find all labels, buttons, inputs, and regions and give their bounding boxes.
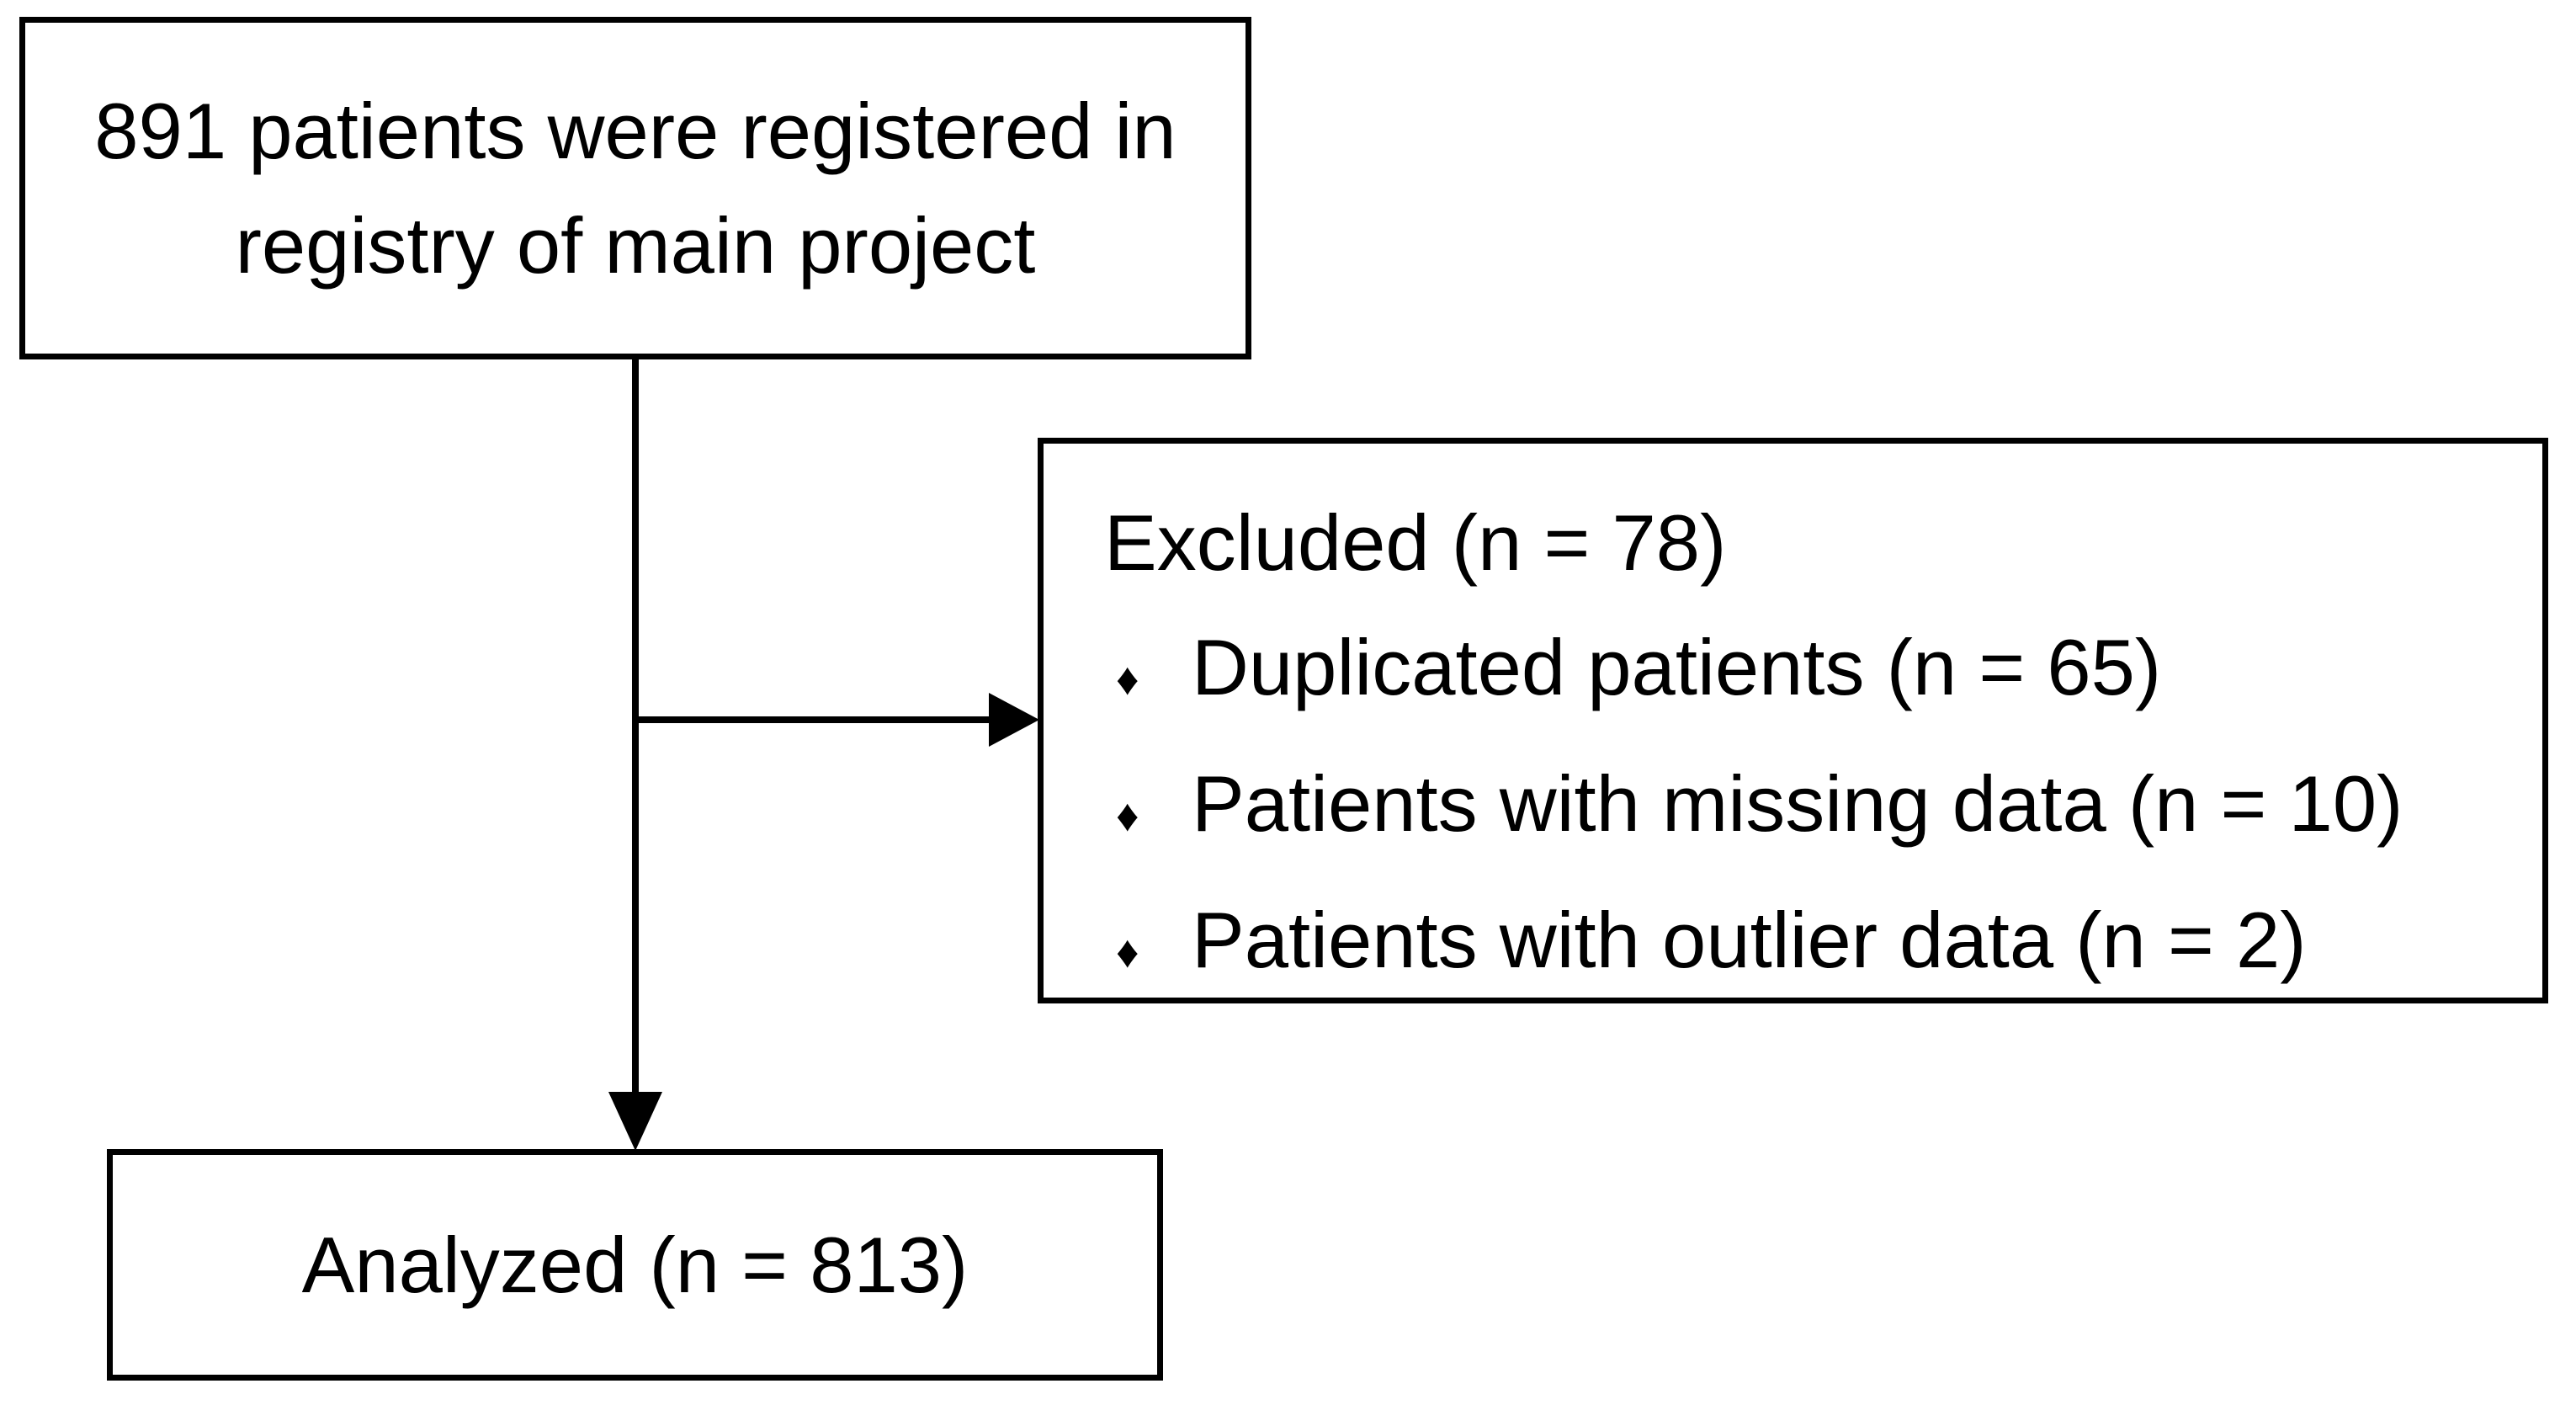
diamond-bullet-icon: ♦ xyxy=(1116,790,1139,841)
diamond-bullet-icon: ♦ xyxy=(1116,927,1139,977)
excluded-item-label: Patients with outlier data (n = 2) xyxy=(1192,896,2307,984)
analyzed-text: Analyzed (n = 813) xyxy=(301,1220,969,1309)
excluded-box: Excluded (n = 78) ♦ Duplicated patients … xyxy=(1038,438,2548,1003)
diamond-bullet-icon: ♦ xyxy=(1116,654,1139,705)
vertical-connector-line xyxy=(632,359,639,1094)
excluded-item-label: Patients with missing data (n = 10) xyxy=(1192,759,2403,848)
horizontal-connector-line xyxy=(635,716,991,723)
excluded-title: Excluded (n = 78) xyxy=(1104,498,1727,587)
excluded-content: Excluded (n = 78) ♦ Duplicated patients … xyxy=(1044,444,2542,1014)
excluded-item: ♦ Duplicated patients (n = 65) xyxy=(1104,605,2519,742)
excluded-item-label: Duplicated patients (n = 65) xyxy=(1192,623,2162,711)
right-arrowhead-icon xyxy=(989,693,1039,747)
excluded-item: ♦ Patients with outlier data (n = 2) xyxy=(1104,878,2519,1014)
registered-text-line1: 891 patients were registered in xyxy=(94,86,1176,175)
down-arrowhead-icon xyxy=(608,1092,662,1151)
analyzed-box: Analyzed (n = 813) xyxy=(107,1149,1163,1381)
registered-text-line2: registry of main project xyxy=(235,200,1036,290)
registered-box: 891 patients were registered in registry… xyxy=(19,17,1251,359)
excluded-item: ♦ Patients with missing data (n = 10) xyxy=(1104,742,2519,878)
